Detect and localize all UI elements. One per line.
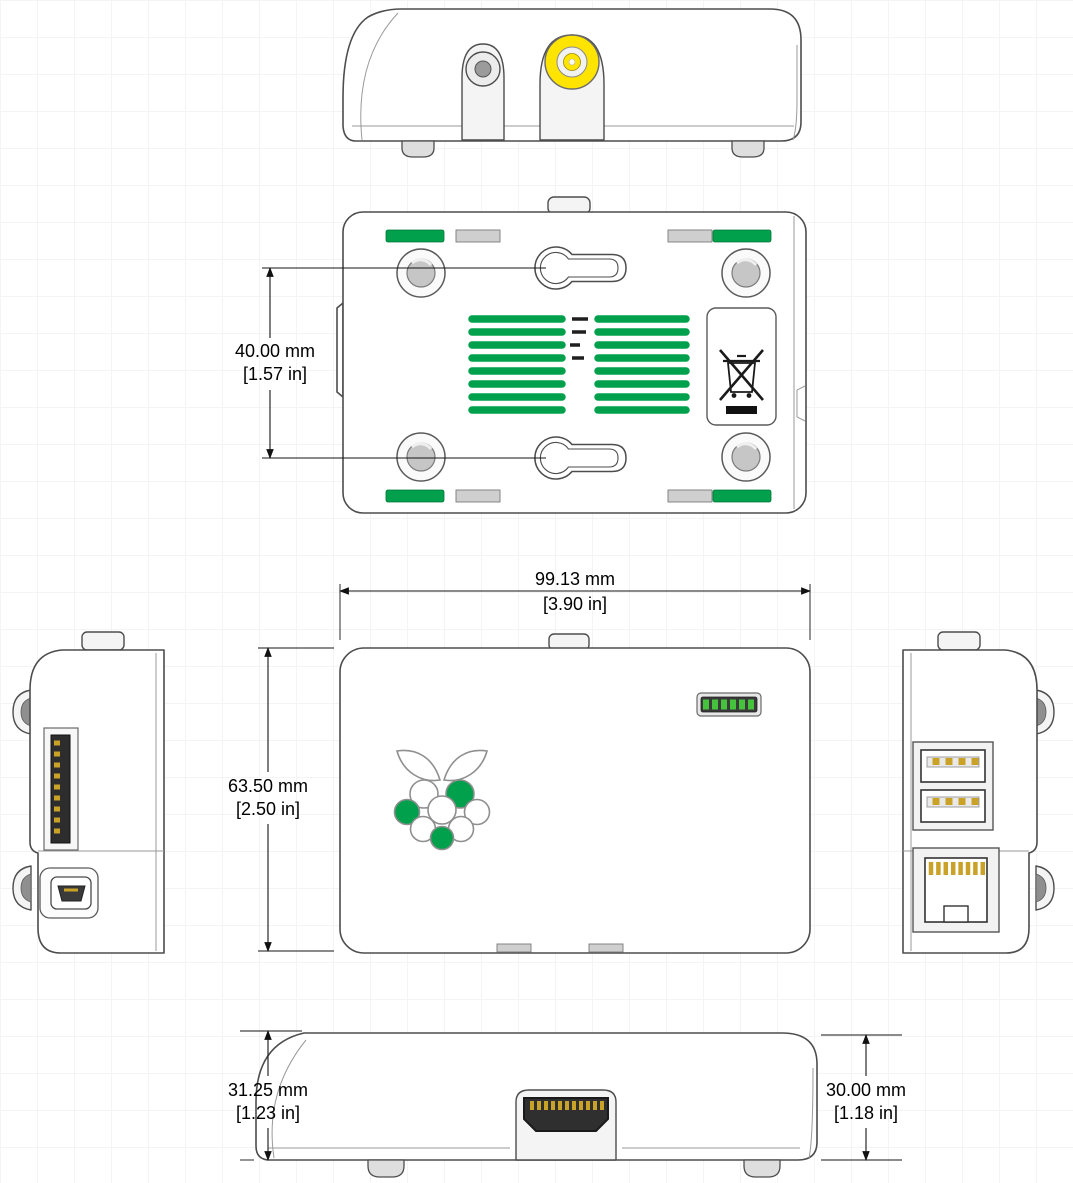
case-bump-core [20,873,32,903]
contour-line [271,1039,307,1159]
sd-card-slot [43,727,79,851]
vent-slots [468,315,690,414]
audio-jack [461,43,505,141]
view-rear-top [342,8,802,158]
mounting-keyhole-top [534,246,627,290]
foot-pad [712,489,772,503]
dim-height-in: [2.50 in] [236,799,300,819]
dim-side-left-mm: 31.25 mm [228,1080,308,1100]
raspberry-pi-logo [393,749,491,851]
dimension-overall-width: 99.13 mm [3.90 in] [339,569,811,640]
ethernet-port [912,847,1000,933]
view-left-side [12,631,165,954]
foot-pad [385,489,445,503]
case-bump-core [1035,873,1047,903]
dim-width-mm: 99.13 mm [535,569,615,589]
dim-height-mm: 63.50 mm [228,776,308,796]
case-foot [367,1159,405,1178]
screw-boss [721,432,771,482]
clip-tab [667,229,713,243]
view-bottom [336,196,807,514]
weee-symbol [706,307,777,426]
sd-slot-tab [336,302,344,398]
dim-keyhole-mm: 40.00 mm [235,341,315,361]
dimension-keyhole-spacing: 40.00 mm [1.57 in] [235,267,546,459]
rca-knob-side [937,631,981,651]
base-clip [496,943,532,953]
view-right-side [902,631,1055,954]
clip-tab [455,229,501,243]
clip-tab [667,489,713,503]
screw-boss [721,248,771,298]
contour-line [360,12,399,141]
dim-side-left-in: [1.23 in] [236,1103,300,1123]
dimension-side-height-left: 31.25 mm [1.23 in] [228,1030,308,1161]
vent-center-marks [570,317,588,360]
case-body-front [339,647,811,954]
led-indicator [696,692,762,717]
dim-width-in: [3.90 in] [543,594,607,614]
foot-pad [712,229,772,243]
contour-line [792,45,798,141]
case-bump-core [1035,697,1047,727]
contour-line [808,1067,814,1159]
dim-side-right-in: [1.18 in] [834,1103,898,1123]
view-front [339,633,811,954]
mounting-keyhole-bottom [534,436,627,480]
case-foot [743,1159,781,1178]
screw-boss [396,432,446,482]
view-front-edge [255,1032,818,1178]
case-bump-core [20,697,32,727]
screw-boss [396,248,446,298]
logo-leaf [442,749,489,782]
usb-ports [912,741,994,831]
case-foot [731,140,765,158]
base-clip [588,943,624,953]
dim-keyhole-in: [1.57 in] [243,364,307,384]
foot-pad [385,229,445,243]
rca-knob-side [81,631,125,651]
case-body-bottom [342,211,807,514]
clip-tab [455,489,501,503]
side-clip-notch [796,385,806,422]
logo-leaf [395,749,442,782]
dimension-overall-height: 63.50 mm [2.50 in] [228,647,334,952]
case-foot [401,140,435,158]
rca-video-connector [539,34,605,141]
hdmi-port [515,1089,617,1161]
dimension-side-height-right: 30.00 mm [1.18 in] [821,1034,906,1161]
dim-side-right-mm: 30.00 mm [826,1080,906,1100]
micro-usb-port [39,867,99,919]
